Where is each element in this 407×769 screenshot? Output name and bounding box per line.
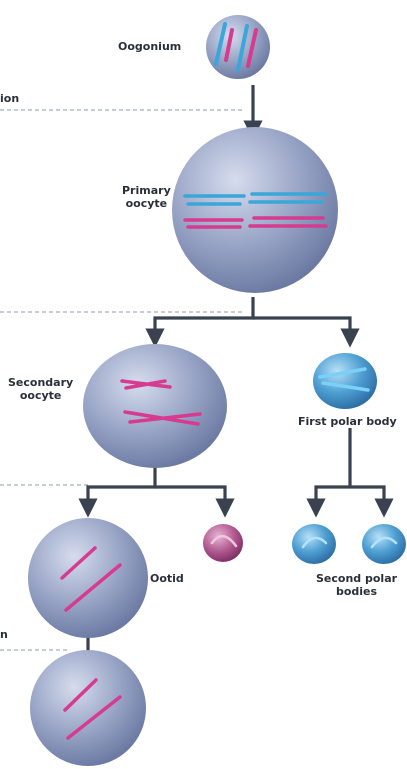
- primary-oocyte-cell: [172, 127, 338, 293]
- first-polar-body-cell: [313, 353, 377, 409]
- oogonium-cell: [206, 15, 270, 79]
- first-polar-body-label: First polar body: [298, 415, 397, 428]
- oogonium-label: Oogonium: [118, 40, 181, 53]
- ootid-small-body: [203, 524, 243, 562]
- ootid-label: Ootid: [150, 572, 184, 585]
- second-polar-body-right: [362, 524, 406, 564]
- arrow-secondary-split: [88, 465, 155, 508]
- arrow-polar-split-left: [316, 487, 350, 508]
- stage-label-top: ion: [0, 92, 19, 105]
- arrow-primary-split: [155, 297, 253, 338]
- secondary-oocyte-cell: [83, 344, 227, 468]
- stage-label-bottom: n: [0, 628, 8, 641]
- second-polar-bodies-label: Second polar bodies: [316, 572, 397, 598]
- arrow-secondary-to-ootid-body: [155, 487, 225, 508]
- second-polar-body-left: [292, 524, 336, 564]
- ovum-cell: [30, 650, 146, 766]
- secondary-oocyte-label: Secondary oocyte: [8, 376, 73, 402]
- ootid-large-cell: [28, 518, 148, 638]
- arrow-primary-split-right: [253, 318, 350, 338]
- primary-oocyte-label: Primary oocyte: [122, 184, 171, 210]
- arrow-polar-split-right: [350, 487, 384, 508]
